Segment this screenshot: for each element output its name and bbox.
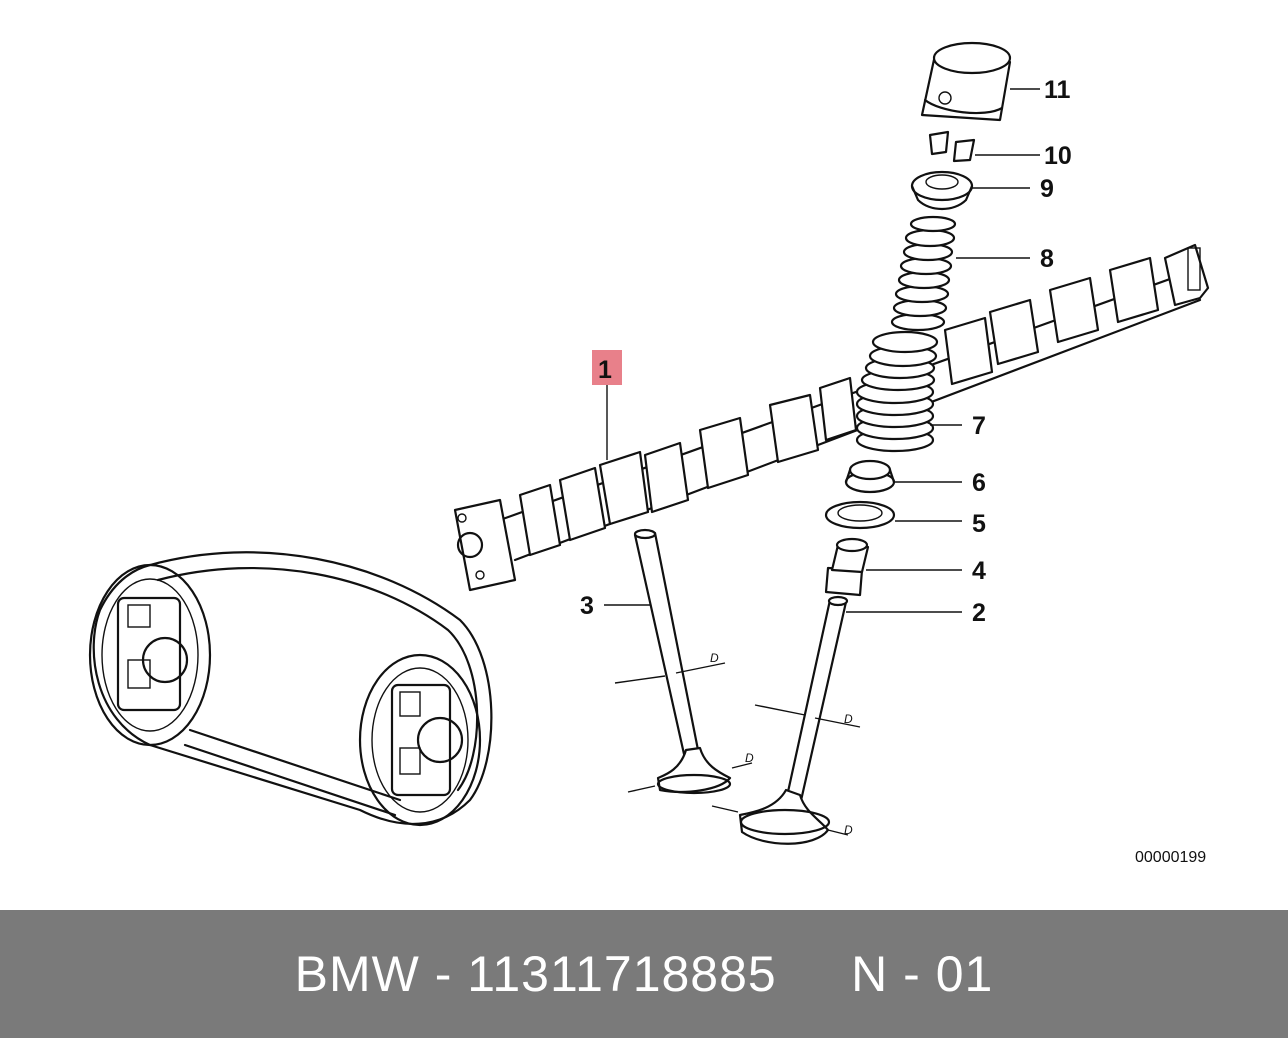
part-1-highlight — [592, 350, 622, 385]
callout-3[interactable]: 3 — [580, 592, 594, 620]
callout-1[interactable]: 1 — [598, 356, 612, 384]
callout-9[interactable]: 9 — [1040, 175, 1054, 203]
callout-5[interactable]: 5 — [972, 510, 986, 538]
valve-guide — [824, 537, 870, 597]
footer-part-number: BMW - 11311718885 N - 01 — [294, 946, 994, 1002]
spring-retainer — [910, 170, 974, 211]
callout-6[interactable]: 6 — [972, 469, 986, 497]
leader-lines — [604, 88, 1040, 613]
dimension-label: D — [844, 823, 853, 837]
callout-10[interactable]: 10 — [1044, 142, 1072, 170]
valve-stem-seal — [844, 459, 896, 494]
valve-3 — [614, 528, 753, 795]
valve-springs — [855, 215, 957, 453]
callout-2[interactable]: 2 — [972, 599, 986, 627]
valve-collets — [928, 130, 976, 163]
spring-seat-washer — [824, 500, 896, 530]
hydraulic-tappet — [920, 41, 1012, 122]
dimension-label: D — [844, 712, 853, 726]
camshaft — [453, 243, 1210, 592]
footer-banner: BMW - 11311718885 N - 01 — [0, 910, 1288, 1038]
reference-number: 00000199 — [1135, 849, 1206, 866]
callout-8[interactable]: 8 — [1040, 245, 1054, 273]
callout-11[interactable]: 11 — [1044, 76, 1071, 104]
callout-7[interactable]: 7 — [972, 412, 986, 440]
timing-chain-assembly — [88, 551, 493, 827]
dimension-label: D — [710, 651, 719, 665]
parts-diagram: 1 2 3 4 5 6 7 8 9 10 11 D D D D 00000199 — [88, 41, 1210, 866]
callout-4[interactable]: 4 — [972, 557, 986, 585]
valve-2 — [711, 595, 861, 845]
dimension-label: D — [745, 751, 754, 765]
